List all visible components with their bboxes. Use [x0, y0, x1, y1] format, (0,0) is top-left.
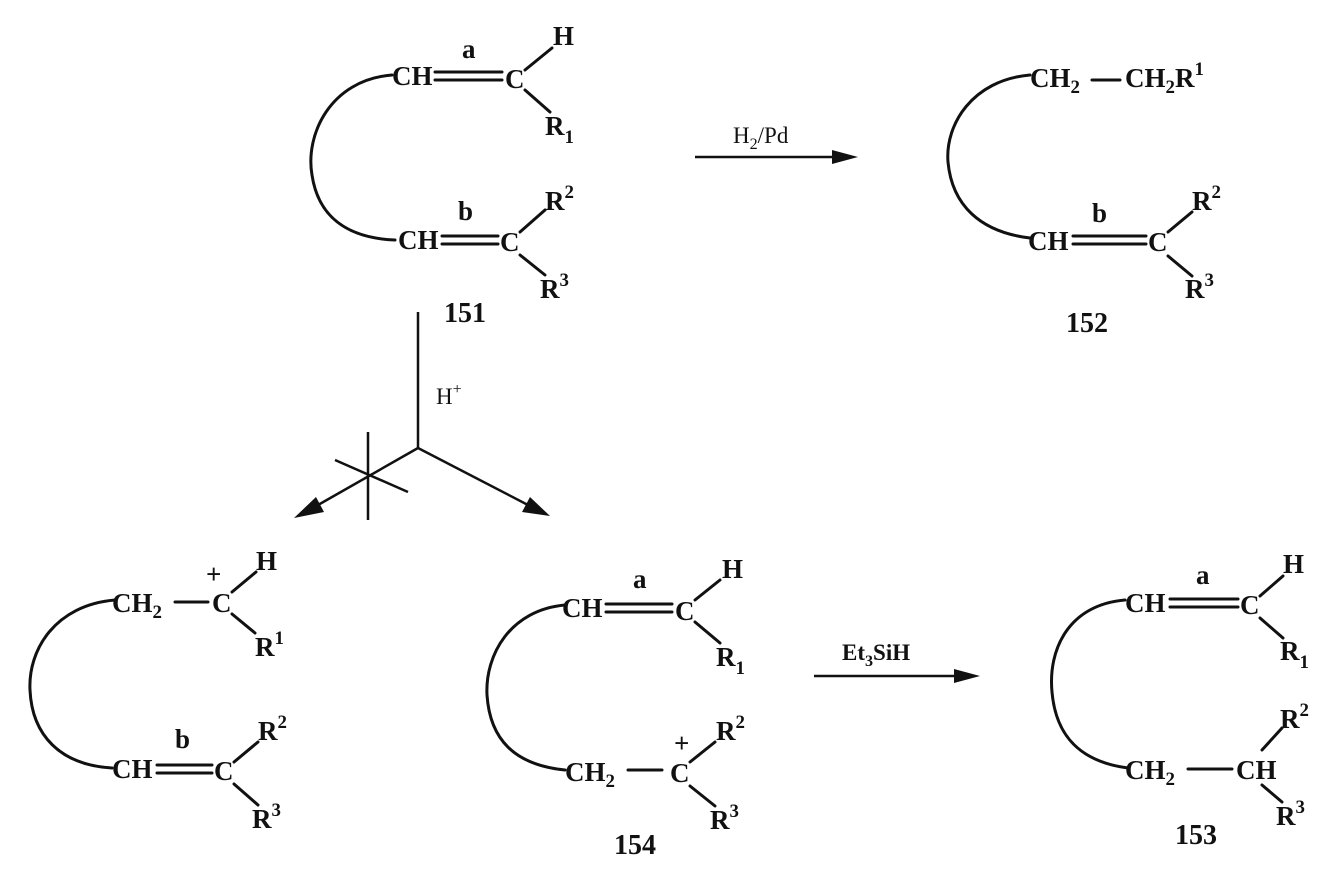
arrow-left-head [294, 497, 324, 518]
substituent-r3: R3 [710, 801, 739, 835]
arrow-acid-split: H+ [294, 312, 550, 520]
bond-c-r3 [518, 253, 547, 277]
reagent-h-plus: H+ [436, 381, 462, 409]
ring-arc-154 [485, 603, 567, 772]
ring-arc-152 [946, 73, 1032, 240]
substituent-r2: R2 [258, 712, 287, 746]
substituent-r2: R2 [1192, 182, 1221, 216]
ring-arc-151 [309, 73, 397, 242]
bond-label-a: a [462, 34, 476, 64]
ring-arc-left [28, 598, 117, 770]
arrow-head [832, 150, 858, 164]
bond-c-r2 [688, 740, 717, 764]
arrow-head [954, 669, 980, 683]
substituent-r3: R3 [1276, 797, 1305, 831]
substituent-r2: R2 [1280, 700, 1309, 734]
reagent-et3sih: Et3SiH [842, 640, 910, 670]
atom-c: C [1240, 590, 1260, 620]
arrow-reduction: Et3SiH [814, 640, 980, 683]
bond-c-r1 [523, 88, 552, 114]
ring-arc-153 [1050, 598, 1130, 770]
substituent-r3: R3 [252, 800, 281, 834]
bond-c-r3 [232, 782, 260, 807]
atom-ch: CH [562, 593, 603, 623]
bond-c-h [230, 570, 258, 594]
atom-c: C [500, 227, 520, 257]
substituent-r3: R3 [540, 270, 569, 304]
bond-c-r2 [518, 208, 547, 234]
arrow-right-head [522, 497, 550, 516]
atom-ch: CH [112, 754, 153, 784]
compound-number-151: 151 [444, 298, 486, 329]
substituent-r3: R3 [1185, 270, 1214, 304]
bond-label-a: a [1196, 560, 1210, 590]
atom-ch: CH [398, 225, 439, 255]
bond-c-r1 [230, 612, 257, 635]
compound-number-153: 153 [1175, 820, 1217, 851]
bond-c-r2 [232, 740, 260, 764]
atom-ch: CH [392, 61, 433, 91]
substituent-r1: R1 [1280, 636, 1309, 673]
bond-c-r3 [1166, 254, 1194, 278]
atom-ch2: CH2 [1030, 63, 1080, 98]
bond-label-b: b [175, 724, 190, 754]
arrow-hydrogenation: H2/Pd [695, 123, 858, 164]
compound-number-152: 152 [1066, 308, 1108, 339]
bond-c-r3 [688, 784, 717, 808]
substituent-r1: R1 [255, 628, 284, 662]
atom-ch2: CH2 [1125, 755, 1175, 790]
atom-h: H [1283, 549, 1304, 579]
compound-153: CH a C H R1 CH2 CH R2 R3 153 [1050, 549, 1309, 851]
group-ch2r1: CH2R1 [1125, 59, 1204, 98]
bond-c-h [523, 46, 554, 72]
atom-h: H [553, 21, 574, 51]
bond-ch-r3 [1260, 783, 1284, 804]
atom-c: C [675, 596, 695, 626]
bond-label-b: b [1092, 198, 1107, 228]
bond-ch-r2 [1260, 726, 1284, 752]
atom-c: C [212, 588, 232, 618]
compound-154: CH a C H R1 CH2 + C R2 R3 154 [485, 554, 745, 861]
compound-151: CH a C H R1 CH b C R2 R3 151 [309, 21, 574, 329]
atom-c: C [1148, 227, 1168, 257]
atom-h: H [256, 546, 277, 576]
bond-label-a: a [633, 564, 647, 594]
atom-ch: CH [1236, 755, 1277, 785]
substituent-r2: R2 [716, 712, 745, 746]
bond-c-r1 [1258, 616, 1285, 640]
cation-charge: + [674, 728, 689, 758]
atom-c: C [214, 756, 234, 786]
atom-c: C [670, 758, 690, 788]
bond-c-r1 [693, 620, 722, 645]
atom-ch: CH [1125, 588, 1166, 618]
cross-mark-diagonal [334, 458, 409, 494]
compound-152: CH2 CH2R1 CH b C R2 R3 152 [946, 59, 1221, 339]
cation-disfavored: CH2 + C H R1 CH b C R2 R3 [28, 546, 287, 834]
bond-label-b: b [458, 196, 473, 226]
bond-c-h [693, 578, 722, 602]
substituent-r1: R1 [545, 111, 574, 148]
compound-number-154: 154 [614, 830, 656, 861]
bond-c-r2 [1166, 210, 1194, 234]
atom-ch: CH [1028, 226, 1069, 256]
bond-c-h [1258, 574, 1285, 598]
substituent-r2: R2 [545, 182, 574, 216]
atom-ch2: CH2 [112, 588, 162, 623]
cation-charge: + [206, 559, 221, 589]
reagent-h2-pd: H2/Pd [733, 123, 789, 153]
arrow-right-branch [417, 446, 529, 507]
atom-ch2: CH2 [565, 757, 615, 792]
atom-h: H [722, 554, 743, 584]
atom-c: C [505, 64, 525, 94]
substituent-r1: R1 [716, 642, 745, 679]
